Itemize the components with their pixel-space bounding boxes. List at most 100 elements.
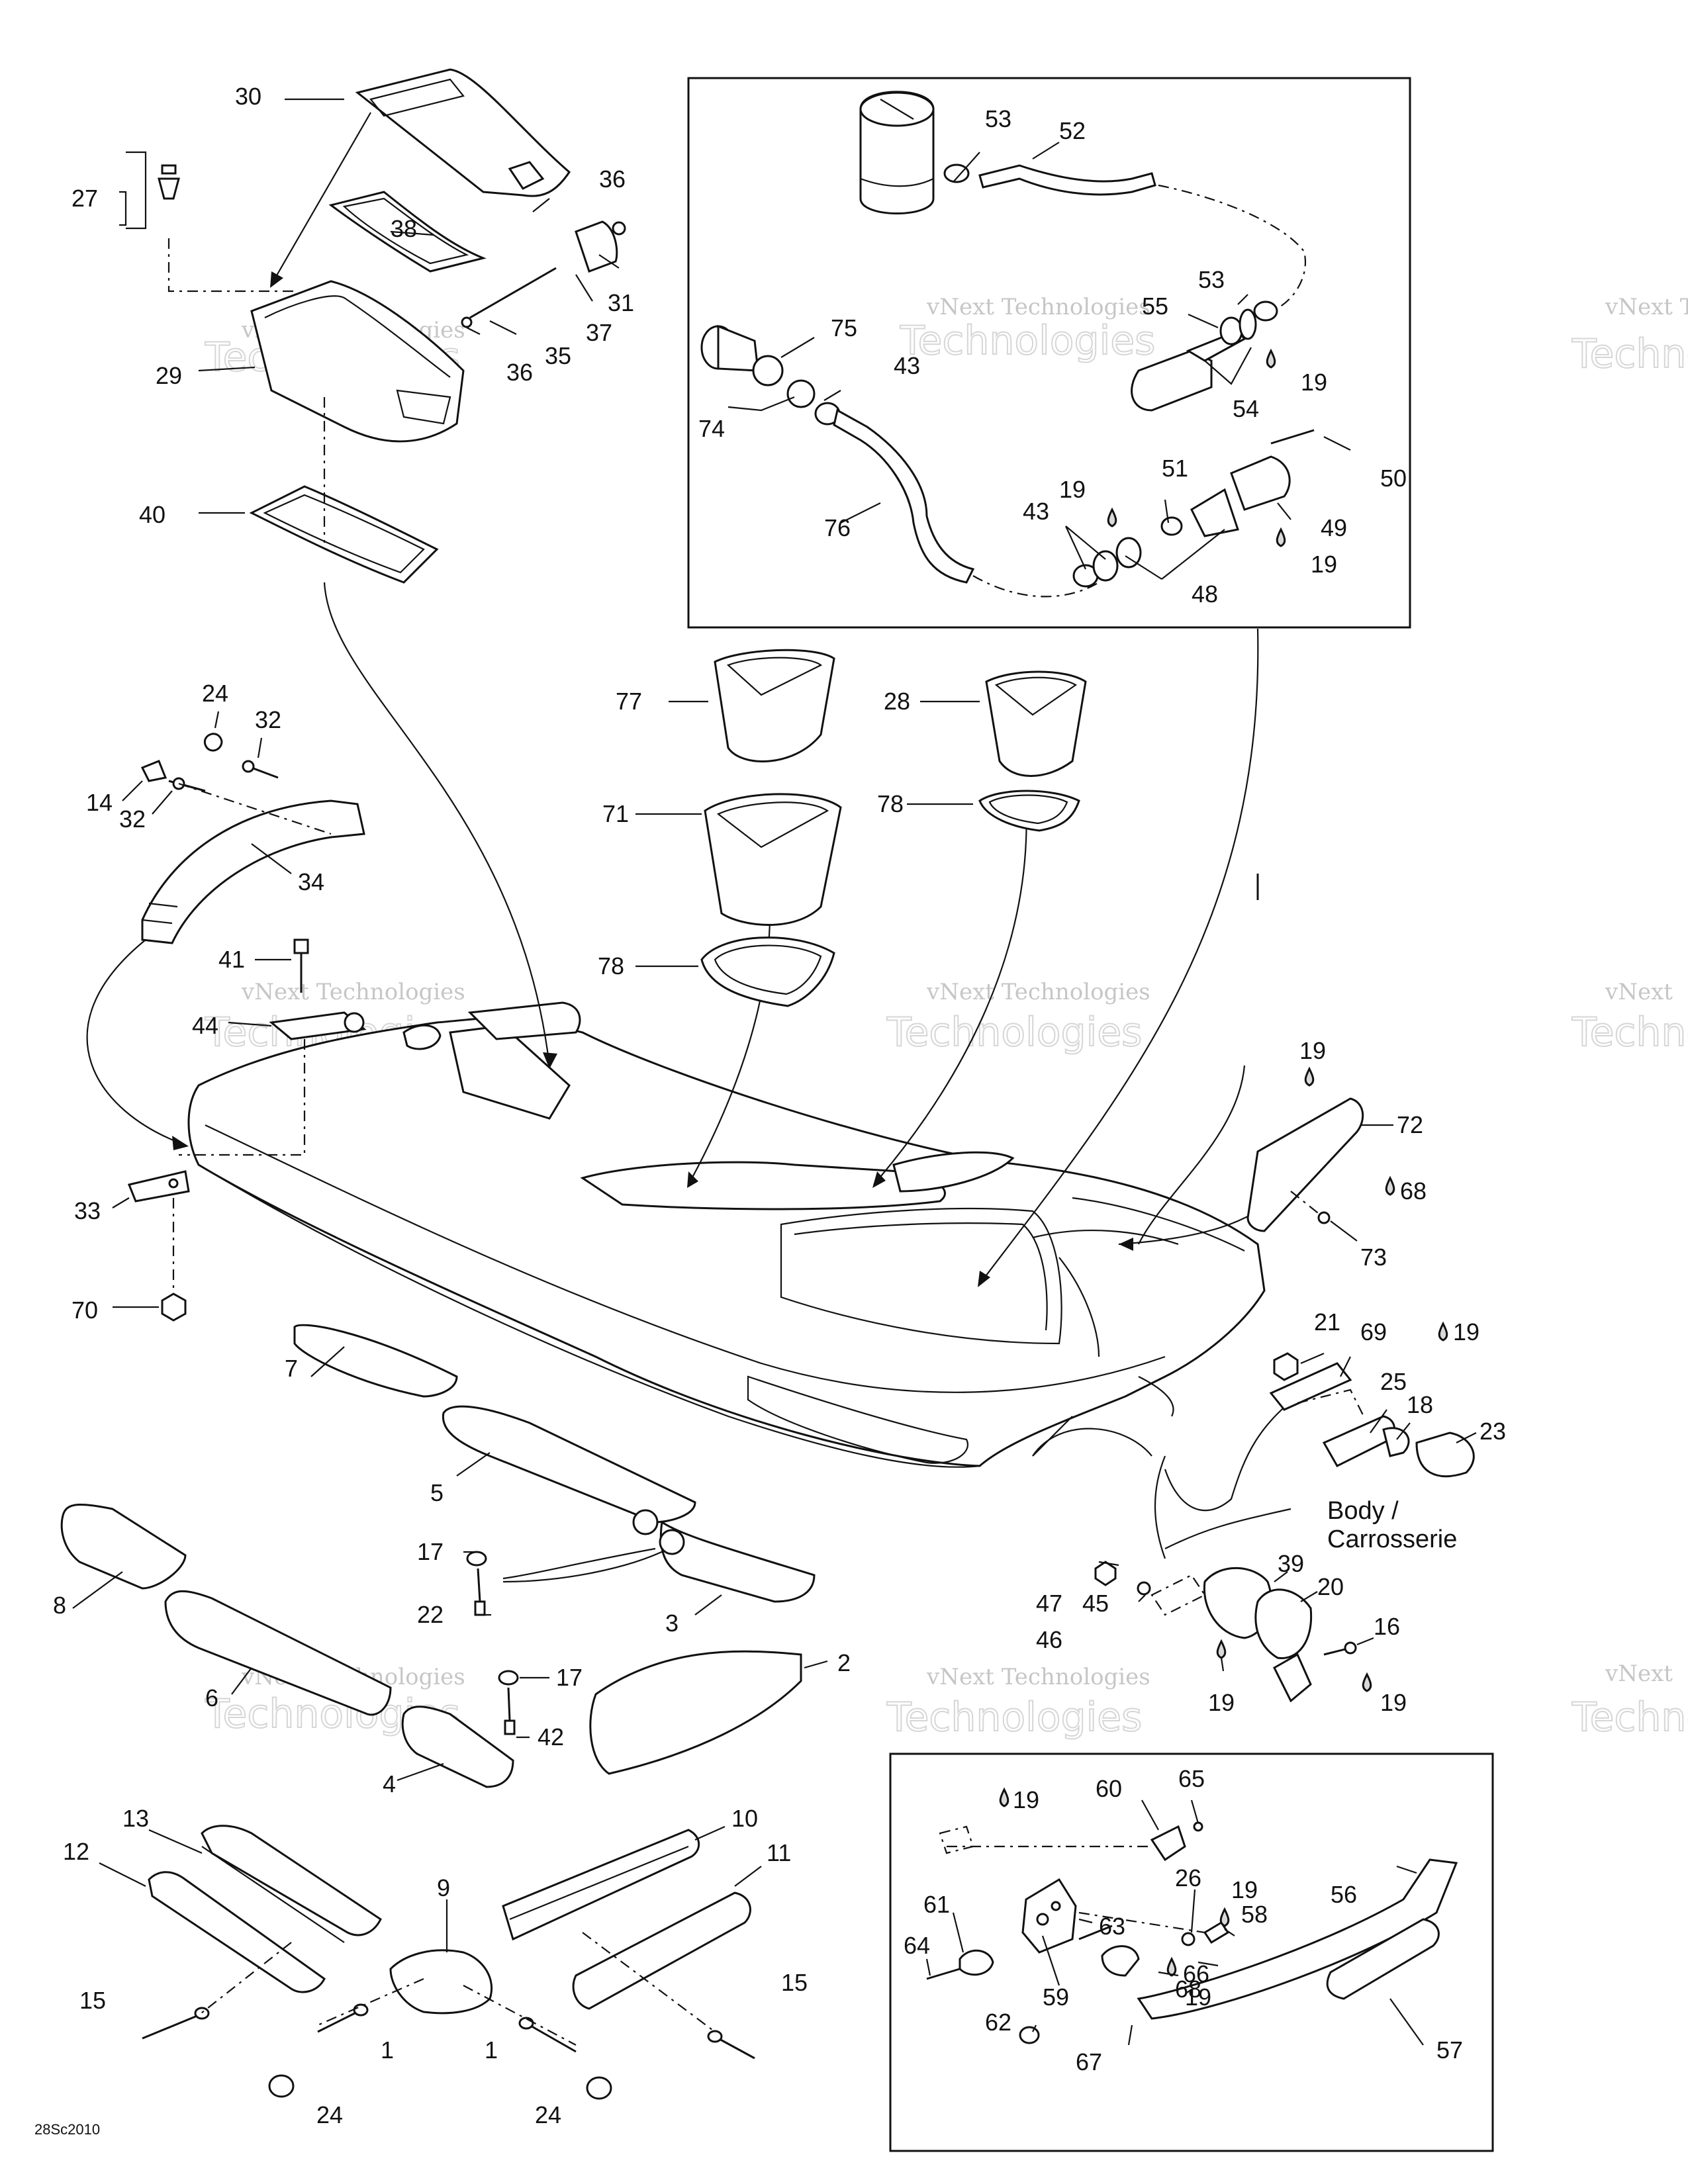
rail-12 <box>148 1871 326 1993</box>
label-33: 33 <box>74 1197 101 1224</box>
label-17a: 17 <box>417 1538 444 1565</box>
watermark-text: vNext Technologies <box>926 294 1150 320</box>
fitting-49 <box>1190 488 1239 537</box>
label-19i: 19 <box>1231 1876 1258 1903</box>
callout-labels: 30 27 38 36 31 37 36 35 29 40 53 52 53 5… <box>34 83 1506 2138</box>
label-43b: 43 <box>1023 498 1049 525</box>
label-14: 14 <box>86 789 113 816</box>
ring-55 <box>1219 316 1243 345</box>
label-10: 10 <box>731 1805 758 1832</box>
plate-61 <box>959 1949 994 1976</box>
rivet-1a <box>353 2003 369 2017</box>
label-15a: 15 <box>79 1987 106 2014</box>
label-32b: 32 <box>119 805 146 833</box>
screw-73 <box>1317 1211 1331 1224</box>
label-24a: 24 <box>202 680 228 707</box>
label-41: 41 <box>218 946 245 973</box>
drain-parts <box>700 91 1315 598</box>
eye-18 <box>1382 1427 1410 1457</box>
label-66: 66 <box>1183 1960 1209 1987</box>
washer-75 <box>752 355 784 387</box>
watermarks: vNext Technologies Technologies vNext Te… <box>204 294 1688 1741</box>
hose-52 <box>978 164 1156 196</box>
storage-cups <box>700 649 1087 1007</box>
label-58: 58 <box>1241 1901 1268 1928</box>
plate-72 <box>1246 1097 1364 1232</box>
drain-plug-20 <box>1254 1588 1313 1660</box>
label-9: 9 <box>437 1874 450 1901</box>
label-42: 42 <box>538 1723 564 1751</box>
cup-28 <box>985 670 1087 777</box>
nut-70 <box>161 1293 187 1322</box>
label-2: 2 <box>837 1649 851 1676</box>
label-8: 8 <box>53 1592 66 1619</box>
label-39: 39 <box>1278 1550 1304 1577</box>
strip-2 <box>589 1650 802 1775</box>
watermark-text: Technologies <box>886 1009 1142 1056</box>
cup-71 <box>704 793 842 926</box>
label-59: 59 <box>1043 1983 1069 2011</box>
label-38: 38 <box>391 215 417 242</box>
label-46: 46 <box>1036 1626 1062 1653</box>
label-37: 37 <box>586 319 612 346</box>
connector-9 <box>389 1949 493 2015</box>
label-26: 26 <box>1175 1864 1201 1891</box>
cap-24c <box>586 2076 612 2100</box>
storage-bin-group <box>158 68 626 584</box>
label-43a: 43 <box>894 352 920 379</box>
label-28: 28 <box>884 688 910 715</box>
rail-11 <box>572 1891 751 2010</box>
label-69: 69 <box>1360 1318 1387 1345</box>
tow-bar-56 <box>1137 1858 1458 2020</box>
clip-62 <box>1019 2026 1040 2044</box>
screw-58 <box>1203 1921 1230 1944</box>
label-16: 16 <box>1374 1613 1400 1640</box>
label-52: 52 <box>1059 117 1086 144</box>
label-32a: 32 <box>255 706 281 733</box>
watermark-text: Technologies <box>886 1694 1142 1741</box>
washer-48 <box>1115 537 1142 569</box>
hull-body <box>187 1001 1266 1468</box>
label-49: 49 <box>1321 514 1347 541</box>
rail-13 <box>201 1825 382 1936</box>
watermark-text: Technologies <box>1571 1009 1688 1056</box>
label-36a: 36 <box>599 165 626 193</box>
label-19h: 19 <box>1013 1786 1039 1813</box>
tow-bar-parts <box>926 1787 1458 2044</box>
mat-strips <box>60 1324 816 1788</box>
label-35: 35 <box>545 342 571 369</box>
label-74: 74 <box>698 415 725 442</box>
label-1b: 1 <box>485 2036 498 2064</box>
label-72: 72 <box>1397 1111 1423 1138</box>
label-77: 77 <box>616 688 642 715</box>
label-62: 62 <box>985 2009 1011 2036</box>
bin-seal-38 <box>328 191 487 273</box>
label-31: 31 <box>608 289 634 316</box>
clamp-53b <box>1253 300 1278 322</box>
gasket-78b <box>978 790 1080 832</box>
strip-5 <box>442 1405 696 1524</box>
watermark-text: vNext <box>1605 979 1673 1005</box>
label-7: 7 <box>285 1355 298 1382</box>
watermark-text: vNext Technologies <box>1605 294 1688 320</box>
nut-74 <box>786 379 816 408</box>
strip-3 <box>659 1520 816 1603</box>
label-53b: 53 <box>1198 266 1225 293</box>
bin-29 <box>250 280 465 443</box>
label-12: 12 <box>63 1838 89 1865</box>
screw-16 <box>1344 1641 1357 1655</box>
label-40: 40 <box>139 501 165 528</box>
label-50: 50 <box>1380 465 1407 492</box>
label-61: 61 <box>923 1891 950 1918</box>
strip-8 <box>60 1503 187 1590</box>
label-45: 45 <box>1082 1590 1109 1617</box>
nut-47 <box>1094 1561 1117 1586</box>
hose-76 <box>833 408 975 584</box>
label-51: 51 <box>1162 455 1188 482</box>
cap-17 <box>466 1551 487 1567</box>
label-78a: 78 <box>598 952 624 979</box>
label-19f: 19 <box>1208 1689 1235 1716</box>
strip-6 <box>164 1590 392 1716</box>
diagram-code: 28Sc2010 <box>34 2121 100 2138</box>
label-13: 13 <box>122 1805 149 1832</box>
